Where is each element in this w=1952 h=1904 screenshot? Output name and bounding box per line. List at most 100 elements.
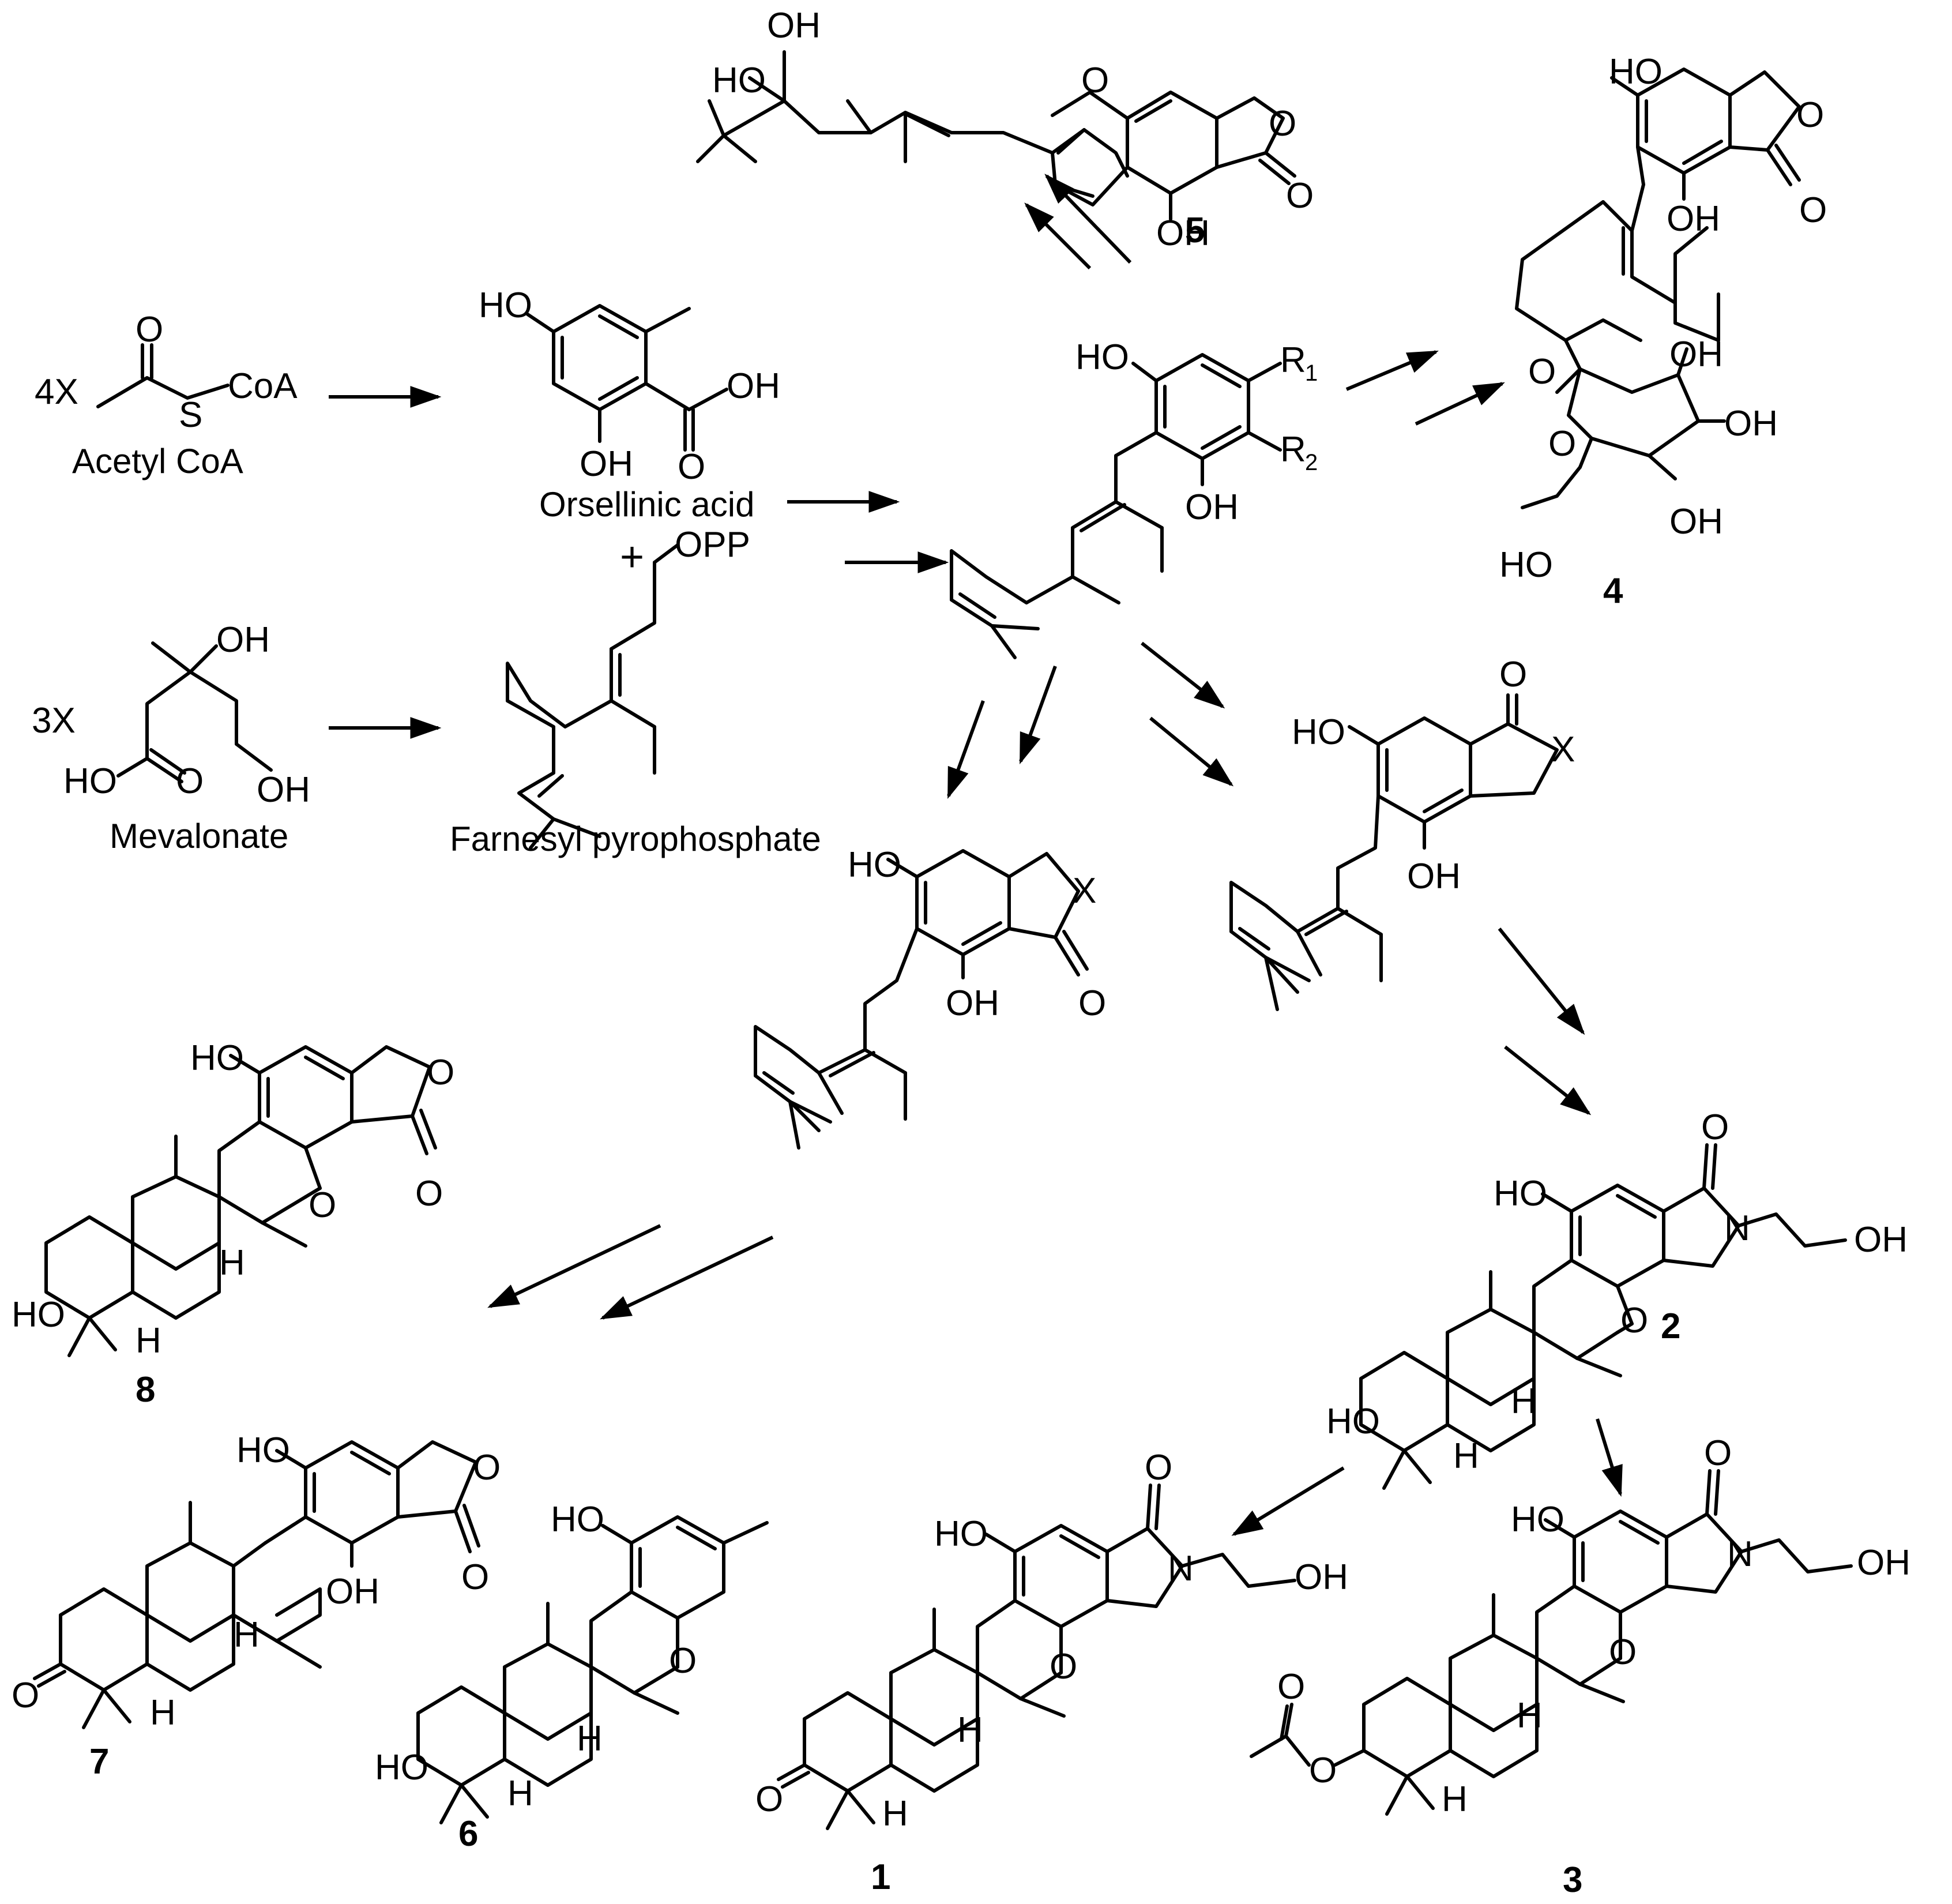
c1-n: N bbox=[1168, 1549, 1194, 1588]
c5-o-chromene: O bbox=[1081, 61, 1109, 100]
arrow-2-to-3 bbox=[1596, 1418, 1623, 1497]
c4-ho-aryl: HO bbox=[1609, 52, 1663, 92]
c6-o-ring: O bbox=[669, 1641, 697, 1681]
mevalonate-ho: HO bbox=[63, 761, 117, 801]
isoindolinone-intermediate: HO O X OH bbox=[1229, 655, 1575, 1011]
c3-n: N bbox=[1727, 1534, 1753, 1574]
c3-o-lactam: O bbox=[1704, 1433, 1732, 1473]
arrow-isoindolinone-to-2-b bbox=[1504, 1045, 1592, 1116]
farnesyl-pyrophosphate: OPP Farnesyl pyrophosphate bbox=[450, 525, 821, 858]
c2-o-ring: O bbox=[1620, 1301, 1648, 1340]
arrow-central-to-isoindolinone-b bbox=[1149, 716, 1234, 787]
c7-o-ketone: O bbox=[12, 1676, 39, 1715]
c7-o-lactone: O bbox=[473, 1448, 501, 1488]
c3-ho: HO bbox=[1511, 1500, 1564, 1539]
compound-8: HO O O O H HO H 8 bbox=[12, 1038, 454, 1410]
iso-ho: HO bbox=[1292, 712, 1345, 752]
mevalonate-multiplier: 3X bbox=[32, 701, 76, 741]
mevalonate-oh-top: OH bbox=[216, 620, 270, 660]
orsellinic-oh-acid: OH bbox=[727, 366, 780, 406]
c1-o-ketone: O bbox=[755, 1779, 783, 1819]
c4-o-lactone: O bbox=[1796, 95, 1824, 135]
orsellinic-caption: Orsellinic acid bbox=[539, 485, 754, 524]
phth-ho: HO bbox=[848, 845, 901, 885]
acetyl-coa-coa: CoA bbox=[228, 366, 298, 406]
central-r1: R bbox=[1280, 340, 1306, 380]
compound-1: HO O N OH O H O H 1 bbox=[755, 1448, 1348, 1897]
arrow-central-to-phthalide-a bbox=[1019, 665, 1057, 765]
central-r1-sub: 1 bbox=[1305, 360, 1318, 386]
orsellinic-ho: HO bbox=[479, 286, 532, 325]
c3-oh-chain: OH bbox=[1857, 1543, 1910, 1583]
compound-5: OH HO O O O OH OH 5 bbox=[696, 6, 1314, 253]
orsellinic-o: O bbox=[678, 447, 705, 487]
phth-x: X bbox=[1073, 871, 1096, 911]
arrow-central-to-isoindolinone-a bbox=[1141, 641, 1225, 709]
c2-n: N bbox=[1724, 1208, 1750, 1248]
central-r2: R bbox=[1280, 430, 1306, 470]
phthalide-intermediate: HO X O OH bbox=[754, 845, 1106, 1150]
c1-number: 1 bbox=[871, 1857, 890, 1897]
c7-h1: H bbox=[234, 1615, 259, 1655]
compound-3: HO O N OH O H O O H 3 bbox=[1250, 1433, 1910, 1900]
c2-o-lactam: O bbox=[1701, 1107, 1729, 1147]
arrow-central-to-4-b bbox=[1415, 382, 1505, 426]
reaction-arrows bbox=[329, 174, 1623, 1536]
arrow-central-to-phthalide-b bbox=[947, 700, 985, 799]
central-r2-sub: 2 bbox=[1305, 450, 1318, 475]
c4-o-carbonyl: O bbox=[1799, 190, 1827, 230]
c6-h1: H bbox=[577, 1719, 603, 1759]
c5-oh-ring: OH bbox=[1156, 213, 1210, 253]
acetyl-coa-caption: Acetyl CoA bbox=[72, 442, 243, 480]
c5-o-lactone: O bbox=[1269, 104, 1296, 144]
acetyl-coa-o: O bbox=[136, 310, 163, 350]
c8-ho-3: HO bbox=[12, 1295, 65, 1335]
arrow-central-to-4-a bbox=[1345, 350, 1439, 391]
phth-oh: OH bbox=[946, 983, 999, 1023]
c2-oh-chain: OH bbox=[1854, 1220, 1908, 1260]
c4-oh-a: OH bbox=[1669, 335, 1723, 374]
c2-ho-3: HO bbox=[1326, 1402, 1380, 1441]
c3-o-acyl: O bbox=[1277, 1667, 1305, 1707]
c5-oh-top: OH bbox=[767, 6, 821, 46]
c8-o-lactone: O bbox=[427, 1053, 454, 1092]
c4-o-glycosidic: O bbox=[1528, 352, 1556, 392]
arrow-phthalide-to-8-a bbox=[487, 1224, 661, 1308]
c1-h1: H bbox=[957, 1710, 983, 1750]
c2-ho: HO bbox=[1494, 1174, 1547, 1214]
arrow-isoindolinone-to-2-a bbox=[1498, 927, 1585, 1035]
c1-ho: HO bbox=[934, 1514, 988, 1554]
c2-h2: H bbox=[1453, 1436, 1479, 1476]
c7-h2: H bbox=[150, 1693, 176, 1733]
mevalonate-oh-end: OH bbox=[257, 770, 310, 810]
compound-6: HO O H HO H 6 bbox=[375, 1500, 769, 1854]
c8-o-carbonyl: O bbox=[415, 1174, 443, 1214]
c5-o-carbonyl: O bbox=[1286, 176, 1314, 216]
c6-ho-3: HO bbox=[375, 1748, 428, 1787]
c4-number: 4 bbox=[1603, 571, 1623, 611]
compound-2: HO O N OH O 2 H HO H bbox=[1326, 1107, 1908, 1490]
c3-o-ring: O bbox=[1609, 1632, 1637, 1672]
c5-number: 5 bbox=[1185, 211, 1205, 250]
central-oh: OH bbox=[1185, 487, 1239, 527]
iso-oh: OH bbox=[1407, 857, 1461, 896]
orsellinic-oh-ring: OH bbox=[580, 444, 633, 484]
c7-number: 7 bbox=[89, 1742, 109, 1782]
c3-h1: H bbox=[1517, 1696, 1543, 1736]
c3-number: 3 bbox=[1563, 1860, 1582, 1900]
c1-o-lactam: O bbox=[1145, 1448, 1172, 1488]
c4-ho-ch2: HO bbox=[1499, 545, 1553, 585]
acetyl-coa: 4X O S CoA Acetyl CoA bbox=[35, 310, 298, 480]
arrow-central-to-5-a bbox=[1044, 174, 1132, 264]
mevalonate-caption: Mevalonate bbox=[110, 817, 288, 855]
c4-o-ring: O bbox=[1548, 424, 1576, 464]
c2-h1: H bbox=[1511, 1381, 1537, 1421]
central-ho: HO bbox=[1075, 337, 1129, 377]
c8-h2: H bbox=[136, 1321, 161, 1361]
phth-o: O bbox=[1078, 983, 1106, 1023]
c4-oh-c: OH bbox=[1669, 502, 1723, 542]
c8-h1: H bbox=[219, 1243, 245, 1283]
acetyl-coa-multiplier: 4X bbox=[35, 372, 78, 412]
c3-o-ester: O bbox=[1309, 1751, 1337, 1790]
